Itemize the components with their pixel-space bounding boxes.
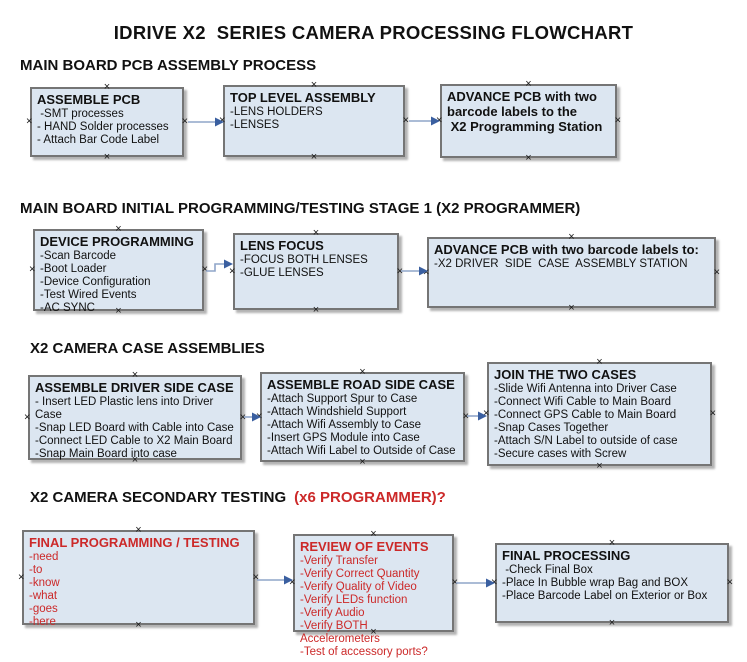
connector-handle-icon: ×: [483, 407, 490, 420]
connector-handle-icon: ×: [256, 410, 263, 423]
connector-handle-icon: ×: [310, 151, 318, 163]
connector-handle-icon: ×: [229, 265, 236, 277]
section-heading-initial-programming: MAIN BOARD INITIAL PROGRAMMING/TESTING S…: [20, 200, 580, 217]
box-title: ASSEMBLE PCB: [37, 92, 141, 107]
flow-box-join-the-two-cases: × × × × JOIN THE TWO CASES -Slide Wifi A…: [483, 357, 716, 472]
connector-handle-icon: ×: [252, 571, 259, 583]
flow-arrow: [206, 259, 233, 272]
connector-handle-icon: ×: [614, 114, 621, 127]
box-body: -FOCUS BOTH LENSES -GLUE LENSES: [240, 254, 368, 279]
flow-box-assemble-pcb: × × × × ASSEMBLE PCB -SMT processes - HA…: [26, 82, 188, 163]
box-title: DEVICE PROGRAMMING: [40, 234, 194, 249]
box-body: -Check Final Box -Place In Bubble wrap B…: [502, 564, 708, 602]
box-title: ASSEMBLE DRIVER SIDE CASE: [35, 380, 234, 395]
connector-handle-icon: ×: [18, 571, 25, 583]
connector-handle-icon: ×: [359, 456, 366, 468]
box-title: TOP LEVEL ASSEMBLY: [230, 90, 376, 105]
connector-handle-icon: ×: [219, 114, 226, 127]
box-body: -Attach Support Spur to Case -Attach Win…: [267, 393, 456, 457]
box-title: LENS FOCUS: [240, 238, 324, 253]
flow-arrow: [467, 411, 487, 421]
box-body: - Insert LED Plastic lens into Driver Ca…: [35, 396, 234, 460]
box-title: JOIN THE TWO CASES: [494, 367, 637, 382]
box-body: -LENS HOLDERS -LENSES: [230, 106, 323, 131]
connector-handle-icon: ×: [568, 302, 575, 314]
flow-arrow: [401, 266, 428, 276]
box-title: FINAL PROCESSING: [502, 548, 631, 563]
connector-handle-icon: ×: [29, 263, 36, 276]
connector-handle-icon: ×: [396, 265, 403, 277]
section-heading-secondary-testing: X2 CAMERA SECONDARY TESTING (x6 PROGRAMME…: [30, 489, 446, 506]
flow-box-device-programming: × × × × DEVICE PROGRAMMING -Scan Barcode…: [29, 224, 208, 317]
box-body: -Scan Barcode -Boot Loader -Device Confi…: [40, 250, 151, 314]
flow-arrow: [456, 578, 495, 588]
connector-handle-icon: ×: [491, 576, 498, 589]
page-title: IDRIVE X2 SERIES CAMERA PROCESSING FLOWC…: [113, 22, 634, 43]
box-title: ADVANCE PCB with two barcode labels to:: [434, 242, 699, 257]
section-heading-text: X2 CAMERA CASE ASSEMBLIES: [30, 340, 265, 357]
box-title: ADVANCE PCB with two barcode labels to t…: [447, 89, 603, 134]
flow-box-final-processing: × × × × FINAL PROCESSING -Check Final Bo…: [491, 538, 733, 629]
connector-handle-icon: ×: [608, 617, 616, 629]
section-heading-text: MAIN BOARD INITIAL PROGRAMMING/TESTING S…: [20, 200, 581, 217]
section-heading-pcb-assembly: MAIN BOARD PCB ASSEMBLY PROCESS: [20, 57, 316, 74]
connector-handle-icon: ×: [713, 266, 720, 278]
flow-box-review-of-events: × × × × REVIEW OF EVENTS -Verify Transfe…: [289, 529, 458, 659]
connector-handle-icon: ×: [181, 115, 188, 128]
flow-arrow: [409, 116, 440, 126]
connector-handle-icon: ×: [436, 114, 443, 127]
connector-handle-icon: ×: [312, 304, 320, 316]
connector-handle-icon: ×: [289, 576, 296, 589]
flow-box-final-programming-testing: × × × × FINAL PROGRAMMING / TESTING -nee…: [18, 525, 259, 631]
section-heading-red-text: (x6 PROGRAMMER)?: [294, 489, 446, 506]
flow-box-advance-pcb-driver-side-station: × × × × ADVANCE PCB with two barcode lab…: [423, 232, 720, 314]
flow-arrow: [244, 412, 261, 422]
connector-handle-icon: ×: [201, 263, 208, 276]
connector-handle-icon: ×: [402, 114, 409, 127]
box-body: -Verify Transfer -Verify Correct Quantit…: [300, 555, 428, 658]
connector-handle-icon: ×: [525, 152, 532, 164]
connector-handle-icon: ×: [596, 460, 603, 472]
box-body: -Slide Wifi Antenna into Driver Case -Co…: [494, 383, 678, 460]
connector-handle-icon: ×: [24, 411, 31, 423]
connector-handle-icon: ×: [26, 115, 33, 128]
connector-handle-icon: ×: [103, 151, 111, 163]
flow-box-assemble-driver-side-case: × × × × ASSEMBLE DRIVER SIDE CASE - Inse…: [24, 370, 246, 466]
section-heading-text: X2 CAMERA SECONDARY TESTING: [30, 489, 287, 506]
section-heading-text: MAIN BOARD PCB ASSEMBLY PROCESS: [20, 57, 317, 74]
box-title: REVIEW OF EVENTS: [300, 539, 429, 554]
flow-arrow: [188, 117, 224, 127]
connector-handle-icon: ×: [726, 576, 733, 589]
box-title: FINAL PROGRAMMING / TESTING: [29, 535, 240, 550]
box-body: -SMT processes - HAND Solder processes -…: [37, 108, 169, 146]
flow-box-top-level-assembly: × × × × TOP LEVEL ASSEMBLY -LENS HOLDERS…: [219, 80, 409, 163]
box-body: -X2 DRIVER SIDE CASE ASSEMBLY STATION: [434, 258, 688, 270]
connector-handle-icon: ×: [239, 411, 246, 423]
section-heading-case-assemblies: X2 CAMERA CASE ASSEMBLIES: [30, 340, 265, 357]
connector-handle-icon: ×: [462, 410, 469, 423]
connector-handle-icon: ×: [423, 266, 430, 278]
flow-box-assemble-road-side-case: × × × × ASSEMBLE ROAD SIDE CASE -Attach …: [256, 367, 469, 468]
flow-box-lens-focus: × × × × LENS FOCUS -FOCUS BOTH LENSES -G…: [229, 228, 403, 316]
flow-arrow: [257, 575, 293, 585]
connector-handle-icon: ×: [709, 407, 716, 420]
connector-handle-icon: ×: [451, 576, 458, 589]
box-title: ASSEMBLE ROAD SIDE CASE: [267, 377, 455, 392]
box-body: -need -to -know -what -goes -here: [29, 551, 60, 628]
flow-box-advance-pcb-programming-station: × × × × ADVANCE PCB with two barcode lab…: [436, 79, 621, 164]
